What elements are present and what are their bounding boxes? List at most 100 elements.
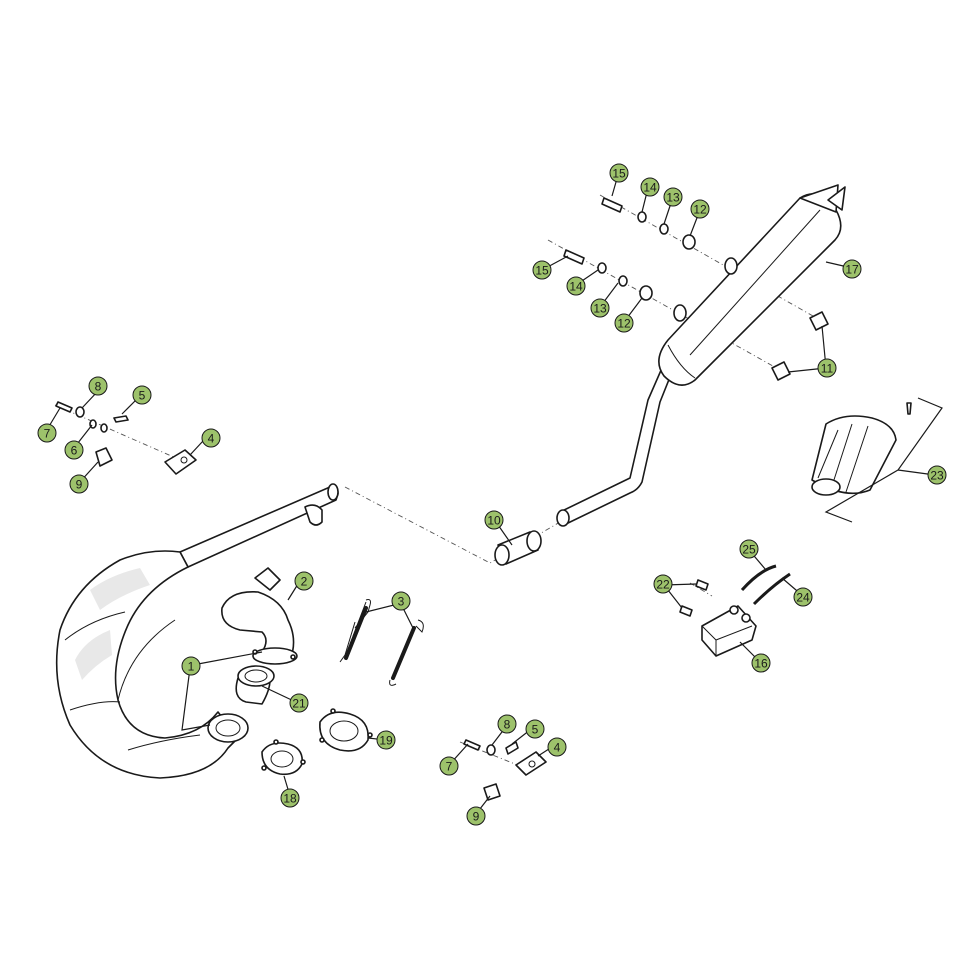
callout-badge-c2: 2 [294,571,314,591]
expansion-chamber [55,483,339,779]
callout-number: 7 [446,760,453,774]
callout-number: 4 [208,432,215,446]
callout-badge-c15a: 15 [609,163,629,183]
callout-number: 12 [693,203,707,217]
callout-number: 14 [643,181,657,195]
callout-badge-c24: 24 [793,587,813,607]
callout-circle [484,510,504,530]
callout-badge-c4a: 4 [201,428,221,448]
callout-number: 2 [301,575,308,589]
callout-circle [614,313,634,333]
callout-badge-c25: 25 [739,539,759,559]
callout-badge-c9a: 9 [69,474,89,494]
callout-badge-c6: 6 [64,440,84,460]
callout-badge-c14a: 14 [640,177,660,197]
callout-circle [566,276,586,296]
callout-number: 3 [398,595,405,609]
callout-circle [181,656,201,676]
callout-badge-c9b: 9 [466,806,486,826]
callout-badge-c5a: 5 [132,385,152,405]
callout-badge-c5b: 5 [525,719,545,739]
callout-circle [280,788,300,808]
callout-badge-c10: 10 [484,510,504,530]
callout-circle [532,260,552,280]
callout-number: 18 [283,792,297,806]
callout-number: 6 [71,444,78,458]
callout-number: 13 [666,191,680,205]
callout-badge-c22: 22 [653,574,673,594]
callout-number: 8 [504,718,511,732]
callout-circle [739,539,759,559]
callout-circle [690,199,710,219]
callout-number: 10 [487,514,501,528]
silencer [556,184,846,527]
callout-circle [609,163,629,183]
manifold-gasket [235,665,275,705]
callout-circle [391,591,411,611]
silencer-fasteners [563,197,696,301]
callout-circle [842,259,862,279]
callout-circle [201,428,221,448]
callout-badge-c7b: 7 [439,756,459,776]
callout-badge-c12a: 12 [690,199,710,219]
valve-screws [679,579,709,617]
callout-circle [497,714,517,734]
callout-circle [525,719,545,739]
callout-number: 12 [617,317,631,331]
callout-number: 15 [612,167,626,181]
callout-badge-c14b: 14 [566,276,586,296]
rubber-mount-clips [771,311,829,381]
callout-circle [466,806,486,826]
callout-number: 5 [532,723,539,737]
callout-number: 21 [292,697,306,711]
callout-number: 22 [656,578,670,592]
coupling-sleeve [494,530,542,566]
callout-circle [640,177,660,197]
callout-circle [751,653,771,673]
elbow-manifold [221,567,298,665]
callout-circle [663,187,683,207]
callout-circle [294,571,314,591]
callout-number: 13 [593,302,607,316]
callout-circle [64,440,84,460]
callout-circle [927,465,947,485]
callout-number: 25 [742,543,756,557]
callout-circle [439,756,459,776]
assembly-axis-lines [54,194,821,769]
callout-badge-c12b: 12 [614,313,634,333]
callout-badge-c13a: 13 [663,187,683,207]
callout-badge-c18: 18 [280,788,300,808]
callout-badges: 1234455677889910111212131314141515161718… [37,163,947,826]
callout-badge-c7a: 7 [37,423,57,443]
callout-circle [69,474,89,494]
callout-badge-c19: 19 [376,730,396,750]
callout-number: 1 [188,660,195,674]
callout-number: 14 [569,280,583,294]
flange-gasket-19 [319,708,373,752]
right-bracket-hardware [463,739,547,801]
callout-number: 7 [44,427,51,441]
callout-circle [547,737,567,757]
callout-number: 5 [139,389,146,403]
callout-circle [289,693,309,713]
left-bracket-hardware [55,401,197,475]
callout-number: 8 [95,380,102,394]
callout-circle [817,358,837,378]
callout-circle [376,730,396,750]
callout-circle [590,298,610,318]
callout-badge-c8a: 8 [88,376,108,396]
callout-number: 9 [473,810,480,824]
callout-badge-c3: 3 [391,591,411,611]
callout-circle [653,574,673,594]
callout-badge-c21: 21 [289,693,309,713]
callout-badge-c17: 17 [842,259,862,279]
callout-number: 23 [930,469,944,483]
callout-circle [793,587,813,607]
callout-number: 11 [821,362,834,376]
callout-badge-c1: 1 [181,656,201,676]
callout-circle [88,376,108,396]
callout-number: 19 [379,734,393,748]
callout-circle [132,385,152,405]
callout-badge-c8b: 8 [497,714,517,734]
